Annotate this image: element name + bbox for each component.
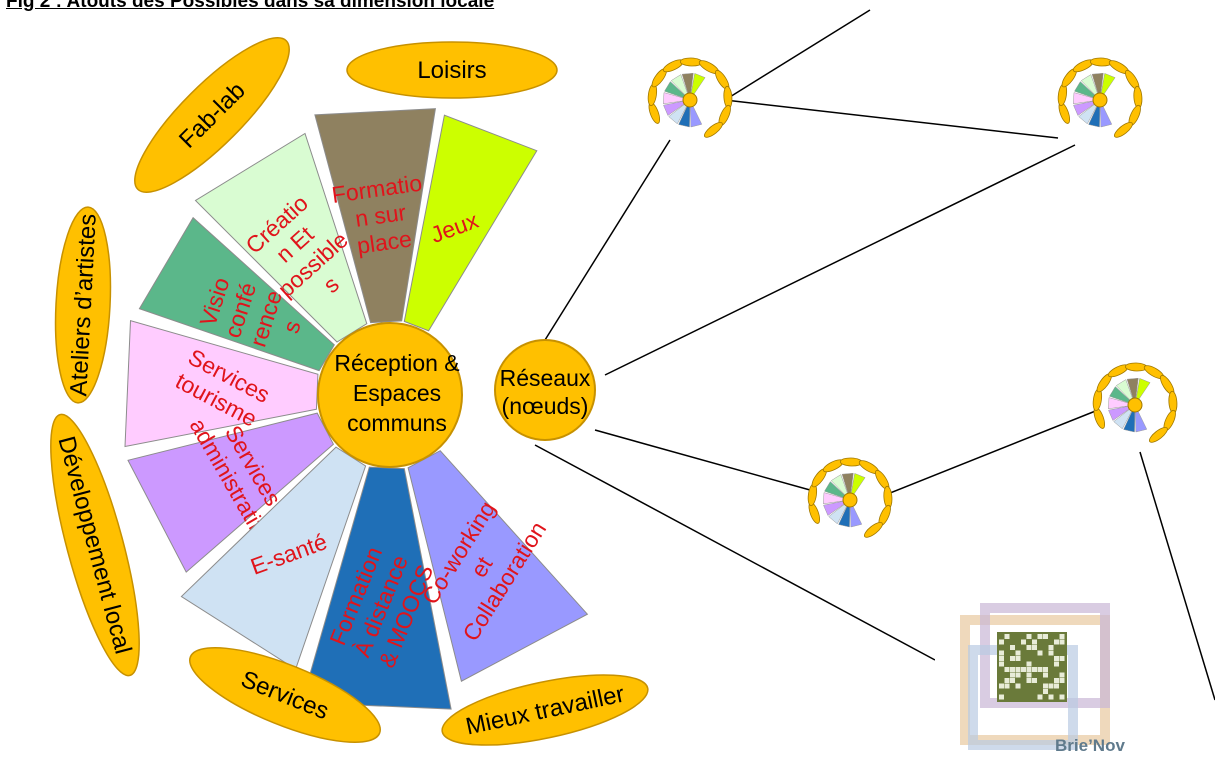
line-network-to-logo xyxy=(534,444,936,661)
mini-node-1 xyxy=(647,57,733,138)
network-circle-shape xyxy=(494,339,596,441)
mini-center xyxy=(1092,92,1108,108)
mini-node-3 xyxy=(807,457,893,538)
mini-oval xyxy=(1058,102,1071,124)
oval-shape xyxy=(346,41,558,99)
line-network-to-node-2 xyxy=(604,144,1076,376)
oval-label-0: Loisirs xyxy=(417,57,486,84)
mini-node-4 xyxy=(1092,362,1178,443)
mini-center xyxy=(1127,397,1143,413)
oval-shape xyxy=(50,413,140,677)
mini-oval xyxy=(1113,122,1133,138)
line-node-3-to-node-4 xyxy=(884,409,1099,496)
oval-0: Loisirs xyxy=(346,41,558,99)
wedge-4 xyxy=(124,319,319,448)
page-title: Fig 2 : Atouts des Possibles dans sa dim… xyxy=(6,0,495,12)
brienov-logo xyxy=(935,590,1135,765)
mini-oval xyxy=(863,522,883,538)
center-circle-shape xyxy=(317,322,463,468)
mini-oval xyxy=(808,502,821,524)
mini-oval xyxy=(648,102,661,124)
wedge-5 xyxy=(127,412,335,573)
line-network-to-node-1 xyxy=(544,139,671,341)
mini-oval xyxy=(703,122,723,138)
wedge-3 xyxy=(138,216,335,372)
mini-wedge xyxy=(1134,410,1148,433)
wedge-8 xyxy=(407,450,589,682)
oval-shape xyxy=(54,206,112,404)
mini-wedge xyxy=(1099,105,1113,128)
oval-3: Développement local xyxy=(50,413,140,677)
wedge-0 xyxy=(403,114,538,332)
mini-oval xyxy=(1148,427,1168,443)
line-node-1-offpage xyxy=(724,9,871,101)
oval-shape xyxy=(134,37,290,193)
line-node-4-offpage xyxy=(1139,451,1215,701)
brienov-qr-logo-icon xyxy=(960,603,1110,750)
wedge-1 xyxy=(314,108,436,324)
oval-shape xyxy=(189,646,381,744)
line-network-to-node-3 xyxy=(594,429,811,491)
network-nodes-circle: Réseaux(nœuds) xyxy=(494,339,596,441)
mini-center xyxy=(842,492,858,508)
mini-wedge xyxy=(689,105,703,128)
network-node-miniatures xyxy=(647,57,1178,538)
mini-node-2 xyxy=(1057,57,1143,138)
mini-oval xyxy=(1093,407,1106,429)
network-connection-lines xyxy=(534,9,1215,701)
oval-2: Ateliers d’artistes xyxy=(54,206,112,404)
oval-shape xyxy=(441,674,649,746)
brienov-logo-text: Brie’Nov xyxy=(1055,736,1125,755)
wedge-label-3: Visioconférences xyxy=(193,270,313,358)
wedge-2 xyxy=(194,132,368,343)
mini-wedge xyxy=(849,505,863,528)
mini-center xyxy=(682,92,698,108)
line-node-1-to-node-2 xyxy=(724,99,1059,139)
wedge-6 xyxy=(180,446,367,670)
network-label: Réseaux(nœuds) xyxy=(500,365,591,419)
